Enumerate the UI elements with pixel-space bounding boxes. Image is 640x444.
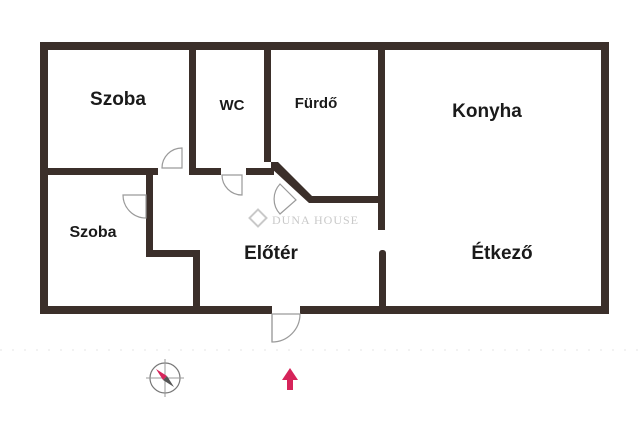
room-label-wc: WC <box>220 97 245 114</box>
wall-szoba-wc <box>189 42 196 170</box>
wall-furdo-angled <box>271 162 385 203</box>
wall-top <box>40 42 609 50</box>
door-furdo <box>273 183 297 215</box>
wall-bottom-left <box>40 306 272 314</box>
watermark-text: DUNA HOUSE <box>272 213 359 227</box>
wall-szoba-lower <box>40 168 158 175</box>
room-label-etkezo: Étkező <box>471 242 532 264</box>
wall-wc-furdo <box>264 42 271 162</box>
walls <box>40 42 609 314</box>
door-szoba-1 <box>161 147 183 169</box>
room-label-szoba-2: Szoba <box>69 224 116 241</box>
wall-etkezo-post <box>379 250 386 310</box>
door-entrance <box>271 313 301 343</box>
wall-furdo-konyha <box>378 42 385 210</box>
room-label-furdo: Fürdő <box>295 95 338 112</box>
wall-wc-lower <box>189 168 221 175</box>
wall-szoba2-right-lower <box>193 250 200 310</box>
compass-icon <box>146 359 184 397</box>
wall-wc-lower-right <box>246 168 274 175</box>
room-label-eloter: Előtér <box>244 243 298 264</box>
wall-szoba2-right-upper <box>146 175 153 255</box>
door-wc <box>221 174 243 196</box>
room-label-konyha: Konyha <box>452 101 522 122</box>
doors <box>122 147 301 343</box>
wall-bottom-right <box>300 306 609 314</box>
wall-szoba2-notch <box>146 250 200 257</box>
wall-konyha-stub <box>378 196 385 230</box>
wall-left <box>40 42 48 314</box>
wall-right <box>601 42 609 314</box>
room-label-szoba-1: Szoba <box>90 89 146 110</box>
door-szoba-2 <box>122 194 147 219</box>
watermark: DUNA HOUSE <box>248 208 359 228</box>
watermark-logo-icon <box>248 208 268 228</box>
entrance-arrow-icon <box>282 368 298 390</box>
